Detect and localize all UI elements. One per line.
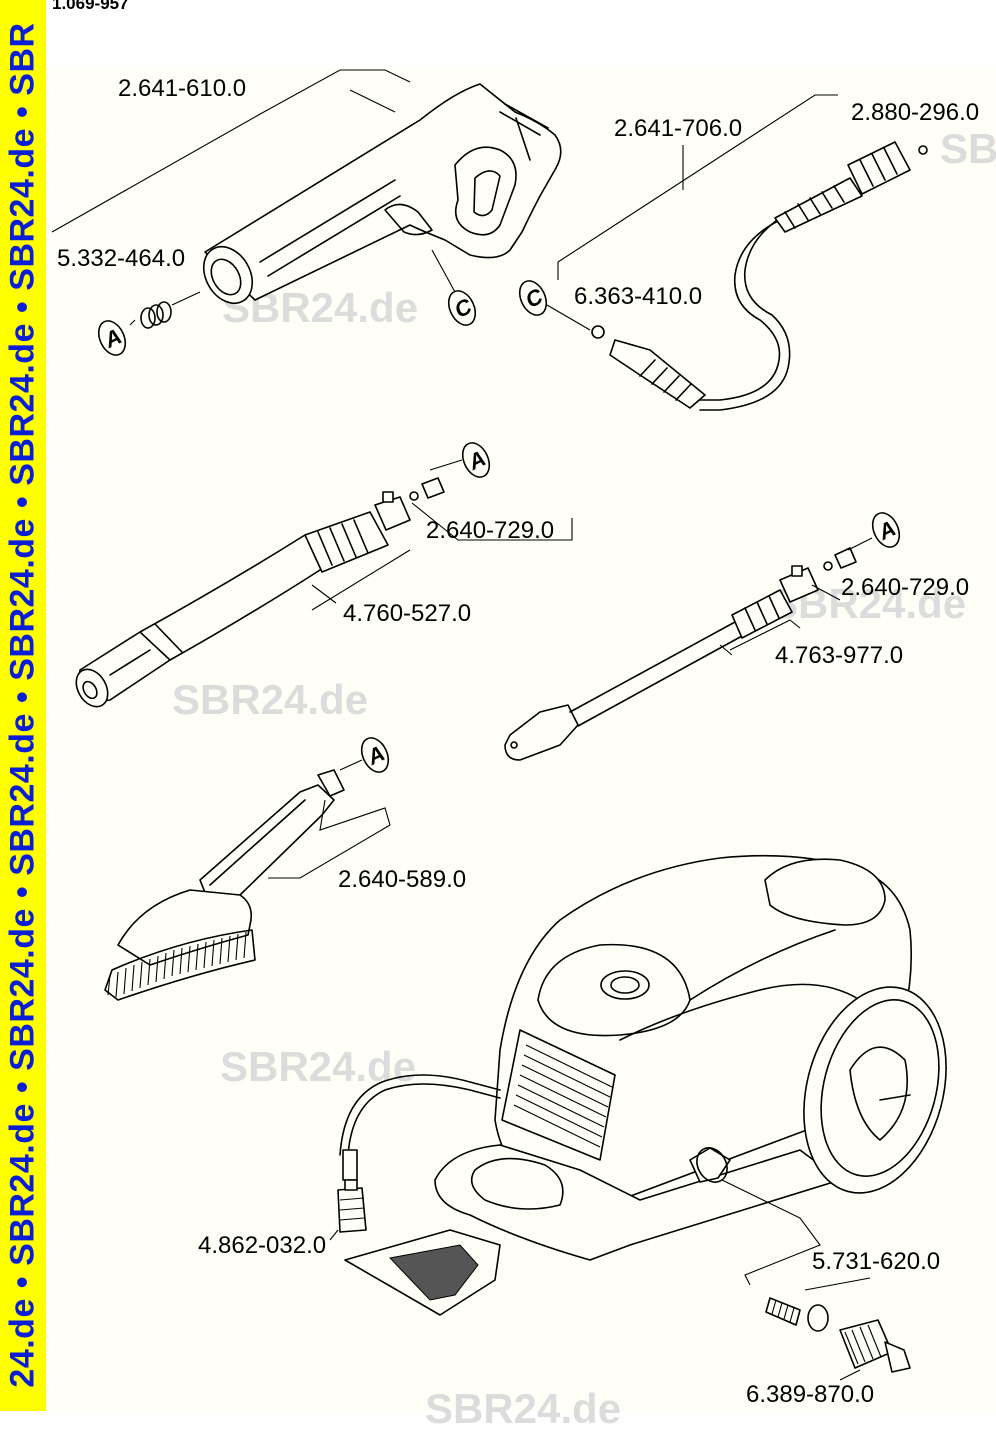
- leader-line: [839, 1369, 861, 1381]
- leader-line: [811, 584, 841, 601]
- leader-line: [349, 89, 396, 113]
- marker-a: A: [871, 512, 901, 548]
- document-number: 1.069-957: [52, 0, 129, 13]
- leader-line: [51, 69, 411, 233]
- part-label-spray-gun: 2.641-610.0: [118, 75, 247, 102]
- leader-line: [311, 584, 337, 604]
- part-label-hose: 2.641-706.0: [614, 115, 743, 142]
- leader-line: [431, 249, 456, 293]
- leader-line: [411, 502, 573, 541]
- part-label-coupling: 6.389-870.0: [746, 1381, 875, 1408]
- part-label-brush: 2.640-589.0: [338, 866, 467, 893]
- marker-a: A: [461, 442, 491, 478]
- leader-line: [789, 619, 801, 629]
- leader-line: [329, 1229, 339, 1241]
- marker-a: A: [97, 320, 127, 356]
- part-label-suction-filter: 4.862-032.0: [198, 1232, 327, 1259]
- leader-line: [557, 94, 838, 263]
- pressure-washer-drawing: [337, 854, 947, 1316]
- leader-line: [171, 291, 201, 306]
- part-label-vario-adapter: 2.640-729.0: [426, 517, 555, 544]
- leader-line: [719, 619, 791, 656]
- leader-line: [721, 1179, 821, 1286]
- part-label-lance-adapter: 2.640-729.0: [841, 574, 970, 601]
- hose-drawing: [591, 141, 928, 411]
- leader-line: [268, 799, 391, 879]
- watermark: SBR24.de: [172, 676, 369, 723]
- leader-line: [847, 537, 873, 551]
- part-label-hose-nut: 2.880-296.0: [851, 99, 980, 126]
- marker-c: C: [447, 290, 477, 326]
- vario-lance-drawing: [75, 477, 445, 708]
- watermark: SBR24.de: [940, 125, 996, 172]
- leader-line: [129, 319, 136, 326]
- coupling-drawing: [839, 1319, 911, 1373]
- part-label-hose-o-ring: 6.363-410.0: [574, 283, 703, 310]
- leader-line: [804, 1277, 871, 1291]
- leader-line: [339, 759, 363, 771]
- spray-gun-drawing: [202, 83, 562, 305]
- part-label-filter: 5.731-620.0: [812, 1248, 941, 1275]
- filter-drawing: [765, 1297, 829, 1332]
- leader-line: [311, 549, 411, 611]
- part-label-gun-o-ring: 5.332-464.0: [57, 245, 186, 272]
- leader-line: [546, 304, 591, 331]
- sidebar-banner: 24.de • SBR24.de • SBR24.de • SBR24.de •…: [0, 0, 46, 1411]
- marker-a: A: [360, 737, 390, 773]
- o-ring-drawing: [140, 301, 172, 329]
- part-label-lance: 4.763-977.0: [775, 642, 904, 669]
- lance-drawing: [504, 547, 857, 761]
- wash-brush-drawing: [104, 769, 345, 1001]
- leader-line: [429, 459, 463, 471]
- marker-c: C: [518, 280, 548, 316]
- part-label-vario-lance: 4.760-527.0: [343, 600, 472, 627]
